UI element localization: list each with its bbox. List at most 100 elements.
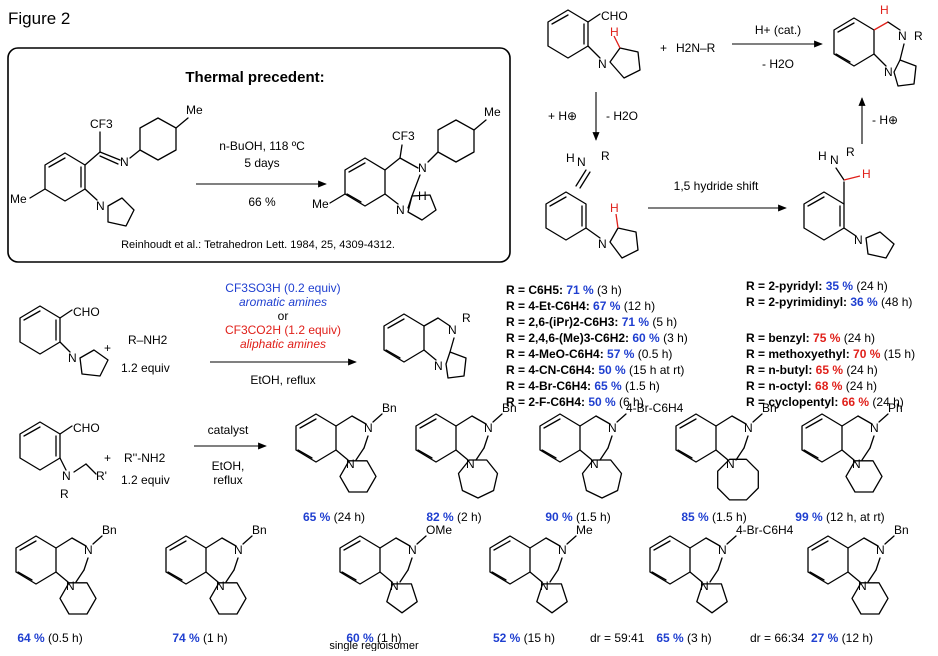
product-yield-label: 65 % (3 h) <box>656 631 711 645</box>
saturated-ring <box>717 458 759 501</box>
results_aliphatic-r: R = n-butyl: <box>746 363 816 377</box>
ring-bond <box>399 569 409 583</box>
main-plus: + <box>104 341 111 355</box>
saturated-ring <box>59 582 97 615</box>
benzene-ring <box>807 535 849 585</box>
main-cond-acid2-note: aliphatic amines <box>240 337 326 351</box>
svg-text:N: N <box>120 155 129 169</box>
substituent-label: Ph <box>888 401 903 415</box>
svg-text:N: N <box>396 203 405 217</box>
svg-text:H: H <box>610 201 619 215</box>
product-yield: 74 % <box>172 631 200 645</box>
svg-text:CHO: CHO <box>601 9 628 23</box>
product-time: (1 h) <box>374 631 402 645</box>
ring-bond <box>616 413 627 423</box>
ring-bond <box>372 413 383 423</box>
product-yield: 64 % <box>17 631 45 645</box>
main-solvent: EtOH, reflux <box>250 373 315 387</box>
atom-n: N <box>466 457 475 471</box>
general-plus: + <box>104 451 111 465</box>
product-yield-label: 27 % (12 h) <box>811 631 873 645</box>
results_aromatic-time: (6 h) <box>616 395 644 409</box>
results_aromatic-time: (1.5 h) <box>622 379 660 393</box>
mechanism-amine: H2N–R <box>676 41 716 55</box>
ring-bond <box>705 537 721 547</box>
mechanism-minus-water-2: - H2O <box>606 109 638 123</box>
results_heteroaryl-r: R = 2-pyridyl: <box>746 279 826 293</box>
ring-bond <box>803 449 819 459</box>
results_aromatic-time: (0.5 h) <box>634 347 672 361</box>
ring-bond <box>847 571 861 583</box>
product-yield: 99 % <box>795 510 823 524</box>
ring-bond <box>857 415 873 425</box>
svg-text:H: H <box>818 149 827 163</box>
mechanism-h-plus-add: + H⊕ <box>548 109 577 123</box>
product-yield-label: 82 % (2 h) <box>426 510 481 524</box>
atom-n: N <box>540 579 549 593</box>
benzene-ring <box>165 535 207 585</box>
results_heteroaryl-item: R = 2-pyridyl: 35 % (24 h) <box>746 279 888 293</box>
figure-label: Figure 2 <box>8 9 70 28</box>
ring-bond <box>92 535 103 545</box>
ring-bond <box>363 435 369 449</box>
mechanism-cond-top: H+ (cat.) <box>755 23 801 37</box>
product-time: (2 h) <box>454 510 482 524</box>
ring-bond <box>455 449 469 461</box>
ring-bond <box>731 415 747 425</box>
product-yield: 52 % <box>493 631 521 645</box>
ring-bond <box>809 571 825 581</box>
benzene-ring <box>295 413 337 463</box>
results_aliphatic-r: R = n-octyl: <box>746 379 815 393</box>
svg-text:H: H <box>566 151 575 165</box>
general-cond3: reflux <box>213 473 242 487</box>
svg-text:N: N <box>62 469 71 483</box>
results_aliphatic-r: R = cyclopentyl: <box>746 395 842 409</box>
results_aromatic-yield: 71 % <box>622 315 650 329</box>
ring-bond <box>679 418 697 429</box>
product-yield: 65 % <box>303 510 331 524</box>
ring-bond <box>599 447 609 461</box>
substituent-label: Bn <box>762 401 777 415</box>
results_aromatic-item: R = 4-Br-C6H4: 65 % (1.5 h) <box>506 379 660 393</box>
results_aromatic-item: R = C6H5: 71 % (3 h) <box>506 283 622 297</box>
ring-bond <box>653 540 671 551</box>
results_heteroaryl-item: R = 2-pyrimidinyl: 36 % (48 h) <box>746 295 912 309</box>
product-time: (1 h) <box>200 631 228 645</box>
ring-bond <box>221 537 237 547</box>
general-cond1: catalyst <box>208 423 249 437</box>
ring-bond <box>841 415 859 427</box>
general-substrate-structure: CHO N R R' <box>19 421 107 501</box>
results_aliphatic-time: (24 h) <box>842 379 877 393</box>
saturated-ring <box>851 582 889 615</box>
product-yield-label: 90 % (1.5 h) <box>545 510 610 524</box>
ring-bond <box>475 447 485 461</box>
svg-text:N: N <box>68 351 77 365</box>
substituent-label: Bn <box>502 401 517 415</box>
product-time: (0.5 h) <box>45 631 83 645</box>
results_aliphatic-item: R = n-butyl: 65 % (24 h) <box>746 363 878 377</box>
ring-bond <box>83 557 89 571</box>
results-heteroaryl-list: R = 2-pyridyl: 35 % (24 h) R = 2-pyrimidi… <box>746 279 912 309</box>
svg-text:N: N <box>898 29 907 43</box>
results_aromatic-yield: 50 % <box>598 363 626 377</box>
ring-bond <box>417 449 433 459</box>
thermal-title: Thermal precedent: <box>185 69 324 86</box>
results_aliphatic-r: R = methoxyethyl: <box>746 347 853 361</box>
ring-bond <box>735 447 745 461</box>
svg-text:R: R <box>846 145 855 159</box>
results_aromatic-r: R = 2,4,6-(Me)3-C6H2: <box>506 331 632 345</box>
ring-bond <box>416 535 427 545</box>
svg-text:R: R <box>601 149 610 163</box>
main-amine: R–NH2 <box>128 333 168 347</box>
ring-bond <box>167 571 183 581</box>
saturated-ring <box>457 459 499 499</box>
results_aliphatic-time: (24 h) <box>869 395 904 409</box>
thermal-precedent-box <box>7 47 511 263</box>
mechanism-minus-h-plus: - H⊕ <box>872 113 898 127</box>
svg-text:Me: Me <box>10 192 27 206</box>
